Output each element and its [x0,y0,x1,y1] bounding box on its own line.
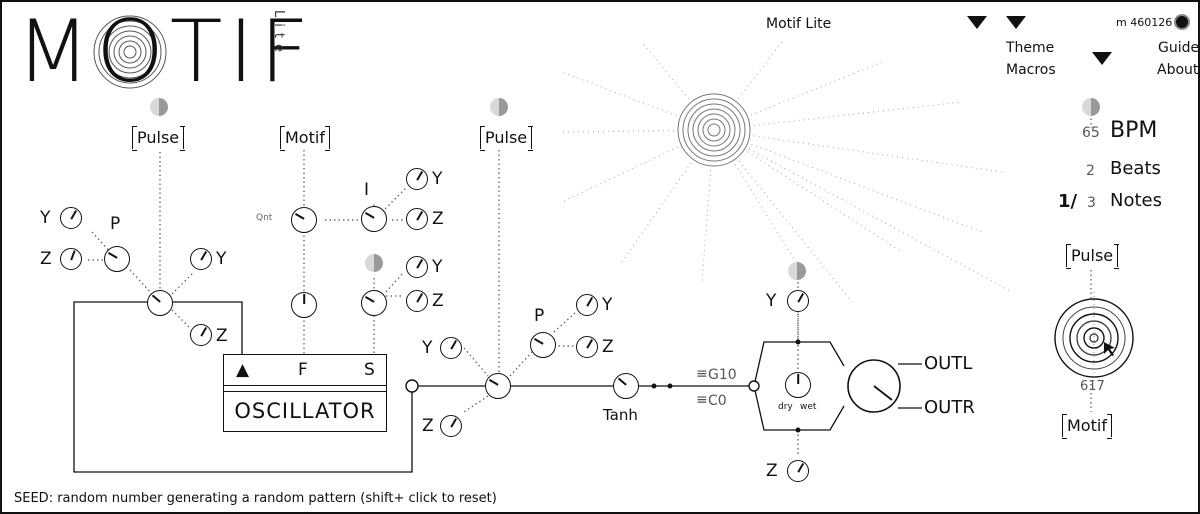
knob-y[interactable] [406,256,428,278]
label-p: P [534,306,545,326]
about-link[interactable]: About [1157,62,1199,78]
bpm-label: BPM [1110,118,1158,143]
macros-dropdown-icon[interactable] [1092,52,1112,65]
knob-tanh[interactable] [613,373,639,399]
knob-z[interactable] [787,460,809,482]
label-y: Y [40,208,51,228]
label-z: Z [422,416,434,436]
knob-s-mod[interactable] [361,290,387,316]
notes-prefix: 1/ [1058,191,1078,212]
label-y: Y [432,169,443,189]
source-pulse-c[interactable]: Pulse [1065,244,1119,269]
output-mix-knob[interactable] [848,360,900,412]
moon-icon[interactable] [365,254,383,272]
theme-dropdown-icon[interactable] [1006,16,1026,29]
knob-y[interactable] [787,290,809,312]
oscillator-divider [224,391,386,392]
moon-icon[interactable] [490,98,508,116]
knob-z[interactable] [190,324,212,346]
oscillator-title: OSCILLATOR [234,399,376,423]
knob-p[interactable] [530,332,556,358]
moon-icon[interactable] [1082,98,1100,116]
gain-bars-icon: ≡ [696,366,708,382]
app-logo: MOTIF [16,2,309,102]
label-tanh: Tanh [603,406,638,424]
output-right: OUTR [924,397,975,418]
knob-z[interactable] [406,290,428,312]
logo-subtitle: Lite [271,10,286,58]
knob-y[interactable] [440,337,462,359]
beats-label: Beats [1110,158,1161,179]
label-i: I [364,180,370,200]
label-z: Z [432,291,444,311]
sequencer-dial[interactable] [1055,299,1133,377]
logo-text: MOTIF [16,2,316,102]
source-pulse-b[interactable]: Pulse [479,126,533,151]
source-pulse-a[interactable]: Pulse [131,126,185,151]
oscillator-controls: ▲ F S [224,355,386,386]
knob-mix-b[interactable] [485,373,511,399]
knob-y[interactable] [60,207,82,229]
theme-menu[interactable]: Theme [1006,40,1055,56]
bpm-value[interactable]: 65 [1082,125,1100,141]
preset-dropdown-icon[interactable] [967,16,987,29]
waveform-button[interactable]: ▲ [236,360,250,380]
macros-menu[interactable]: Macros [1006,62,1056,78]
knob-y[interactable] [576,294,598,316]
label-p: P [110,214,121,234]
oscillator-module: ▲ F S OSCILLATOR [223,354,387,432]
label-z: Z [432,209,444,229]
knob-f-mod[interactable] [291,292,317,318]
step-counter: 617 [1080,379,1105,394]
knob-z[interactable] [406,208,428,230]
label-y: Y [422,338,433,358]
label-z: Z [766,461,778,481]
dry-wet-knob[interactable] [785,372,811,398]
seed-hint: SEED: random number generating a random … [14,491,497,506]
frequency-button[interactable]: F [298,360,308,380]
label-c0[interactable]: C0 [708,393,727,409]
label-y: Y [432,257,443,277]
label-g10[interactable]: G10 [708,367,737,383]
source-motif-b[interactable]: Motif [1061,414,1113,439]
preset-title[interactable]: Motif Lite [766,16,832,32]
shape-button[interactable]: S [364,360,375,380]
instance-id: m 460126 [1116,16,1173,29]
label-dry: dry [778,402,793,412]
knob-qnt[interactable] [291,207,317,233]
moon-icon[interactable] [150,98,168,116]
knob-y[interactable] [406,168,428,190]
guide-link[interactable]: Guide [1158,40,1200,56]
source-motif-a[interactable]: Motif [279,126,331,151]
knob-z[interactable] [440,415,462,437]
knob-mix-a[interactable] [147,290,173,316]
label-z: Z [40,249,52,269]
knob-i[interactable] [361,206,387,232]
notes-label: Notes [1110,190,1162,211]
label-z: Z [216,326,228,346]
label-y: Y [602,295,613,315]
beats-value[interactable]: 2 [1086,163,1095,179]
moon-icon[interactable] [788,262,806,280]
knob-z[interactable] [60,248,82,270]
knob-z[interactable] [576,336,598,358]
label-y: Y [216,249,227,269]
label-wet: wet [800,402,817,412]
power-icon[interactable] [1174,14,1190,30]
output-left: OUTL [924,353,973,374]
offset-bars-icon: ≡ [696,392,708,408]
label-qnt: Qnt [256,213,273,223]
label-y: Y [766,291,777,311]
notes-value[interactable]: 3 [1087,195,1096,211]
knob-y[interactable] [190,248,212,270]
knob-p[interactable] [104,246,130,272]
label-z: Z [602,337,614,357]
